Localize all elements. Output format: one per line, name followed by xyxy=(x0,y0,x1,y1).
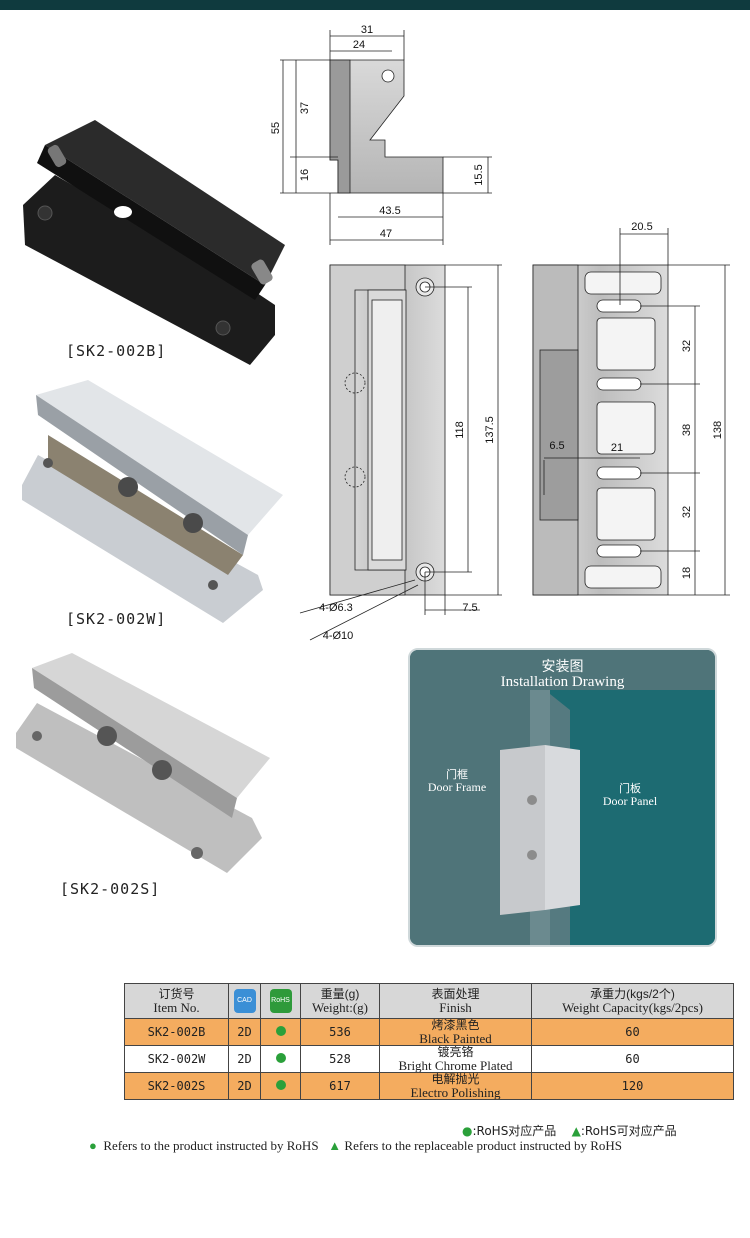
dim-32-bottom: 32 xyxy=(681,506,693,518)
legend-triangle-en: Refers to the replaceable product instru… xyxy=(344,1138,623,1153)
header-weight-cn: 重量(g) xyxy=(320,987,360,1001)
spec-table: 订货号 Item No. CAD RoHS 重量(g) Weight:(g) 表… xyxy=(124,983,734,1100)
row-rohs xyxy=(260,1072,301,1100)
legend-dot-en: Refers to the product instructed by RoHS xyxy=(103,1138,319,1153)
installation-title-cn: 安装图 xyxy=(541,659,584,675)
row-finish: 烤漆黑色 Black Painted xyxy=(379,1018,532,1046)
product-photo-black xyxy=(23,120,285,365)
product-caption-chrome: [SK2-002W] xyxy=(66,610,167,628)
row-finish-en: Bright Chrome Plated xyxy=(398,1058,513,1073)
row-cad: 2D xyxy=(228,1072,261,1100)
rohs-dot-icon xyxy=(275,1052,286,1063)
dim-18: 18 xyxy=(681,567,693,579)
rohs-icon: RoHS xyxy=(269,989,292,1013)
door-panel-label-cn: 门板 xyxy=(619,782,641,795)
table-row: SK2-002W 2D 528 镀亮铬 Bright Chrome Plated… xyxy=(124,1045,734,1073)
dim-16: 16 xyxy=(299,169,311,181)
row-finish-en: Black Painted xyxy=(419,1031,492,1046)
row-capacity: 60 xyxy=(531,1045,734,1073)
row-finish: 电解抛光 Electro Polishing xyxy=(379,1072,532,1100)
dim-15-5: 15.5 xyxy=(473,164,485,185)
dim-118: 118 xyxy=(454,421,466,439)
dim-47: 47 xyxy=(380,228,392,240)
header-finish: 表面处理 Finish xyxy=(379,983,532,1019)
triangle-icon: ▲ xyxy=(571,1124,581,1138)
row-finish-en: Electro Polishing xyxy=(410,1085,501,1100)
row-capacity: 120 xyxy=(531,1072,734,1100)
dot-icon: ● xyxy=(89,1138,97,1153)
header-item: 订货号 Item No. xyxy=(124,983,229,1019)
product-caption-stainless: [SK2-002S] xyxy=(60,880,161,898)
row-weight: 528 xyxy=(300,1045,380,1073)
product-caption-black: [SK2-002B] xyxy=(66,342,167,360)
cad-icon: CAD xyxy=(233,989,256,1013)
rohs-dot-icon xyxy=(275,1025,286,1036)
row-finish-cn: 电解抛光 xyxy=(431,1072,480,1086)
dim-37: 37 xyxy=(299,102,311,114)
door-frame-label-en: Door Frame xyxy=(427,780,487,794)
dim-43-5: 43.5 xyxy=(379,205,400,217)
dim-hole-10: 4-Ø10 xyxy=(323,630,354,642)
header-capacity-cn: 承重力(kgs/2个) xyxy=(590,987,675,1001)
header-weight-en: Weight:(g) xyxy=(312,1000,368,1015)
legend-triangle-cn: :RoHS可对应产品 xyxy=(580,1124,677,1138)
row-cad: 2D xyxy=(228,1018,261,1046)
product-photo-stainless xyxy=(16,653,270,873)
row-rohs xyxy=(260,1018,301,1046)
row-weight: 617 xyxy=(300,1072,380,1100)
row-item: SK2-002B xyxy=(124,1018,229,1046)
legend-en: ● Refers to the product instructed by Ro… xyxy=(89,1138,622,1154)
dim-38: 38 xyxy=(681,424,693,436)
row-finish: 镀亮铬 Bright Chrome Plated xyxy=(379,1045,532,1073)
door-panel-label-en: Door Panel xyxy=(602,794,658,808)
door-panel-label: 门板 Door Panel xyxy=(585,782,675,808)
product-photo-chrome xyxy=(22,380,283,623)
header-capacity-en: Weight Capacity(kgs/2pcs) xyxy=(562,1000,703,1015)
row-item: SK2-002S xyxy=(124,1072,229,1100)
dim-55: 55 xyxy=(270,122,282,134)
dim-6-5: 6.5 xyxy=(549,440,564,452)
rohs-dot-icon xyxy=(275,1079,286,1090)
legend-cn: ●:RoHS对应产品 ▲:RoHS可对应产品 xyxy=(462,1122,677,1139)
header-finish-cn: 表面处理 xyxy=(431,987,480,1001)
installation-drawing: 安装图 Installation Drawing 门框 Door Frame 门… xyxy=(408,648,717,947)
header-finish-en: Finish xyxy=(439,1000,472,1015)
triangle-icon: ▲ xyxy=(328,1138,342,1153)
dim-20-5: 20.5 xyxy=(631,221,652,233)
row-finish-cn: 烤漆黑色 xyxy=(431,1018,480,1032)
dim-32-top: 32 xyxy=(681,340,693,352)
header-capacity: 承重力(kgs/2个) Weight Capacity(kgs/2pcs) xyxy=(531,983,734,1019)
dim-138: 138 xyxy=(712,421,724,439)
header-cad: CAD xyxy=(228,983,261,1019)
installation-title-en: Installation Drawing xyxy=(500,674,625,690)
header-item-en: Item No. xyxy=(153,1000,200,1015)
dim-137-5: 137.5 xyxy=(484,416,496,444)
row-item: SK2-002W xyxy=(124,1045,229,1073)
door-frame-label-cn: 门框 xyxy=(446,768,468,781)
table-row: SK2-002S 2D 617 电解抛光 Electro Polishing 1… xyxy=(124,1072,734,1100)
row-finish-cn: 镀亮铬 xyxy=(437,1045,474,1059)
dim-21: 21 xyxy=(611,442,623,454)
row-rohs xyxy=(260,1045,301,1073)
row-capacity: 60 xyxy=(531,1018,734,1046)
dim-24: 24 xyxy=(353,39,365,51)
header-weight: 重量(g) Weight:(g) xyxy=(300,983,380,1019)
dim-31: 31 xyxy=(361,24,373,36)
technical-drawing: 31 24 37 55 16 15.5 43.5 47 118 137.5 4-… xyxy=(270,24,730,642)
table-row: SK2-002B 2D 536 烤漆黑色 Black Painted 60 xyxy=(124,1018,734,1046)
dim-7-5: 7.5 xyxy=(462,602,477,614)
legend-dot-cn: :RoHS对应产品 xyxy=(472,1124,557,1138)
header-item-cn: 订货号 xyxy=(158,987,195,1001)
header-rohs: RoHS xyxy=(260,983,301,1019)
row-weight: 536 xyxy=(300,1018,380,1046)
dim-hole-6-3: 4-Ø6.3 xyxy=(319,602,353,614)
installation-illustration xyxy=(410,650,715,945)
top-bar xyxy=(0,0,750,10)
door-frame-label: 门框 Door Frame xyxy=(412,768,502,794)
dot-icon: ● xyxy=(462,1124,473,1138)
row-cad: 2D xyxy=(228,1045,261,1073)
